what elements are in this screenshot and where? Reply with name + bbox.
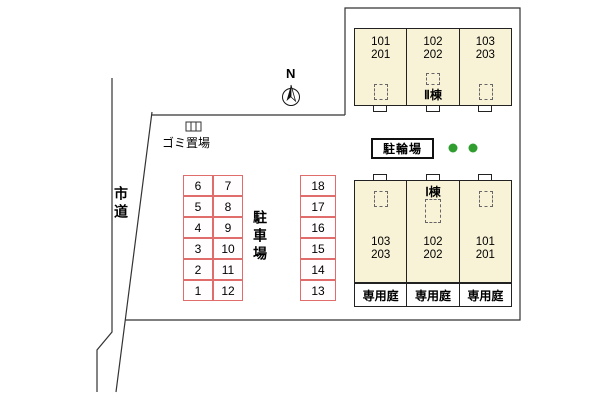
parking-stall: 3 (183, 238, 213, 259)
garbage-label: ゴミ置場 (162, 136, 211, 150)
parking-stall: 17 (300, 196, 336, 217)
unit-number-line: 201 (475, 249, 495, 261)
parking-stall: 14 (300, 259, 336, 280)
entry-mark (426, 73, 441, 85)
parking-stall: 12 (213, 280, 243, 301)
building-ii: 101 201 102 202 Ⅱ棟 103 203 (354, 28, 512, 106)
building-ii-unit: 103 203 (458, 29, 511, 105)
parking-stall: 9 (213, 217, 243, 238)
site-boundary-lines (115, 7, 521, 393)
unit-number: 103 203 (460, 36, 511, 62)
parking-stall: 18 (300, 175, 336, 196)
north-label: N (286, 66, 296, 81)
unit-number-line: 103 (371, 236, 391, 248)
parking-stall: 11 (213, 259, 243, 280)
bike-parking-sign: 駐輪場 (371, 138, 434, 159)
unit-number-line: 103 (475, 36, 495, 48)
parking-stall: 15 (300, 238, 336, 259)
unit-number-line: 202 (423, 49, 443, 61)
garden-cell: 専用庭 (458, 284, 511, 306)
unit-number-line: 102 (423, 236, 443, 248)
garden-row: 専用庭 専用庭 専用庭 (354, 283, 512, 307)
parking-stall: 7 (213, 175, 243, 196)
unit-number: 101 201 (460, 236, 511, 262)
green-dot-icon (468, 143, 478, 153)
parking-stall: 6 (183, 175, 213, 196)
unit-number-line: 203 (475, 49, 495, 61)
building-i-unit: 101 201 (458, 181, 511, 282)
unit-number-line: 201 (371, 49, 391, 61)
compass-icon (282, 84, 300, 106)
unit-number-line: 202 (423, 249, 443, 261)
porch (478, 105, 492, 112)
road-label: 市道 (113, 186, 129, 222)
parking-stall: 1 (183, 280, 213, 301)
parking-stall: 5 (183, 196, 213, 217)
parking-stall: 2 (183, 259, 213, 280)
entry-mark (478, 84, 493, 100)
road-edge-lines (96, 78, 113, 392)
building-i-unit: Ⅰ棟 102 202 (406, 181, 458, 282)
building-ii-unit: 101 201 (355, 29, 406, 105)
parking-stall: 16 (300, 217, 336, 238)
unit-number-line: 101 (371, 36, 391, 48)
entry-mark (478, 191, 493, 207)
porch (373, 105, 387, 112)
entry-mark (374, 84, 388, 100)
unit-number: 103 203 (355, 236, 406, 262)
building-i: 103 203 Ⅰ棟 102 202 101 201 (354, 180, 512, 283)
green-dot-icon (448, 143, 458, 153)
unit-number-line: 203 (371, 249, 391, 261)
garden-cell: 専用庭 (406, 284, 458, 306)
parking-stall: 4 (183, 217, 213, 238)
entry-mark (425, 199, 442, 223)
garbage-bin-icon (185, 121, 202, 132)
building-i-label: Ⅰ棟 (425, 185, 441, 199)
unit-number-line: 101 (475, 236, 495, 248)
building-i-unit: 103 203 (355, 181, 406, 282)
unit-number-line: 102 (423, 36, 443, 48)
parking-stall: 10 (213, 238, 243, 259)
entry-mark (374, 191, 388, 207)
building-ii-unit: 102 202 Ⅱ棟 (406, 29, 458, 105)
parking-stall: 13 (300, 280, 336, 301)
parking-stall: 8 (213, 196, 243, 217)
unit-number: 102 202 (407, 236, 458, 262)
building-ii-label: Ⅱ棟 (424, 88, 442, 102)
porch (426, 105, 440, 112)
unit-number: 102 202 (407, 36, 458, 62)
unit-number: 101 201 (355, 36, 406, 62)
parking-area-label: 駐車場 (252, 210, 268, 264)
garden-cell: 専用庭 (362, 288, 399, 303)
